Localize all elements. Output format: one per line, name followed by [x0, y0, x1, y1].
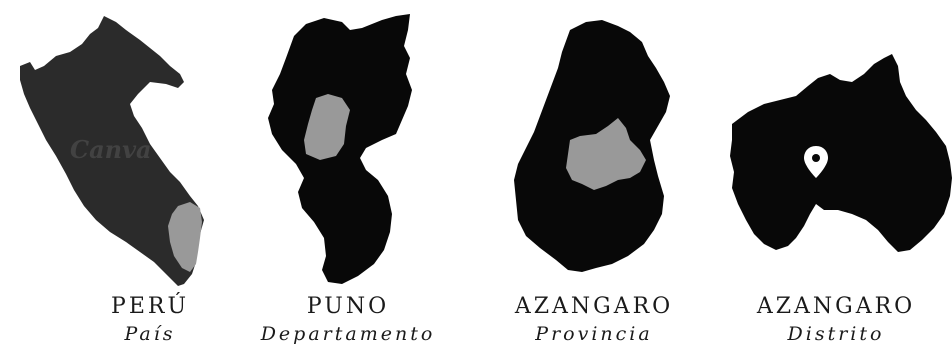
map-name-1: PERÚ [111, 294, 189, 319]
map-level-3: Provincia [535, 323, 653, 345]
peru-map: Canva [20, 16, 204, 286]
map-panel-peru: Canva PERÚ País [0, 0, 232, 347]
azangaro-district-highlight [566, 118, 646, 190]
map-level-1: País [124, 323, 176, 345]
map-level-2: Departamento [260, 323, 436, 345]
azangaro-province-map [514, 20, 670, 272]
watermark: Canva [70, 135, 152, 164]
map-name-4: AZANGARO [756, 294, 916, 319]
map-panel-puno: PUNO Departamento [232, 0, 464, 347]
map-name-2: PUNO [306, 294, 390, 319]
map-name-3: AZANGARO [514, 294, 674, 319]
location-pin-icon [804, 146, 828, 178]
azangaro-province-highlight [304, 94, 350, 160]
puno-highlight [168, 202, 202, 272]
azangaro-district-shape [730, 54, 952, 252]
peru-country-shape [20, 16, 204, 286]
puno-map [268, 14, 412, 284]
map-level-4: Distrito [787, 323, 885, 345]
azangaro-district-map [730, 54, 952, 252]
map-panel-azangaro-district: AZANGARO Distrito [720, 0, 952, 347]
map-panel-azangaro-province: AZANGARO Provincia [478, 0, 710, 347]
